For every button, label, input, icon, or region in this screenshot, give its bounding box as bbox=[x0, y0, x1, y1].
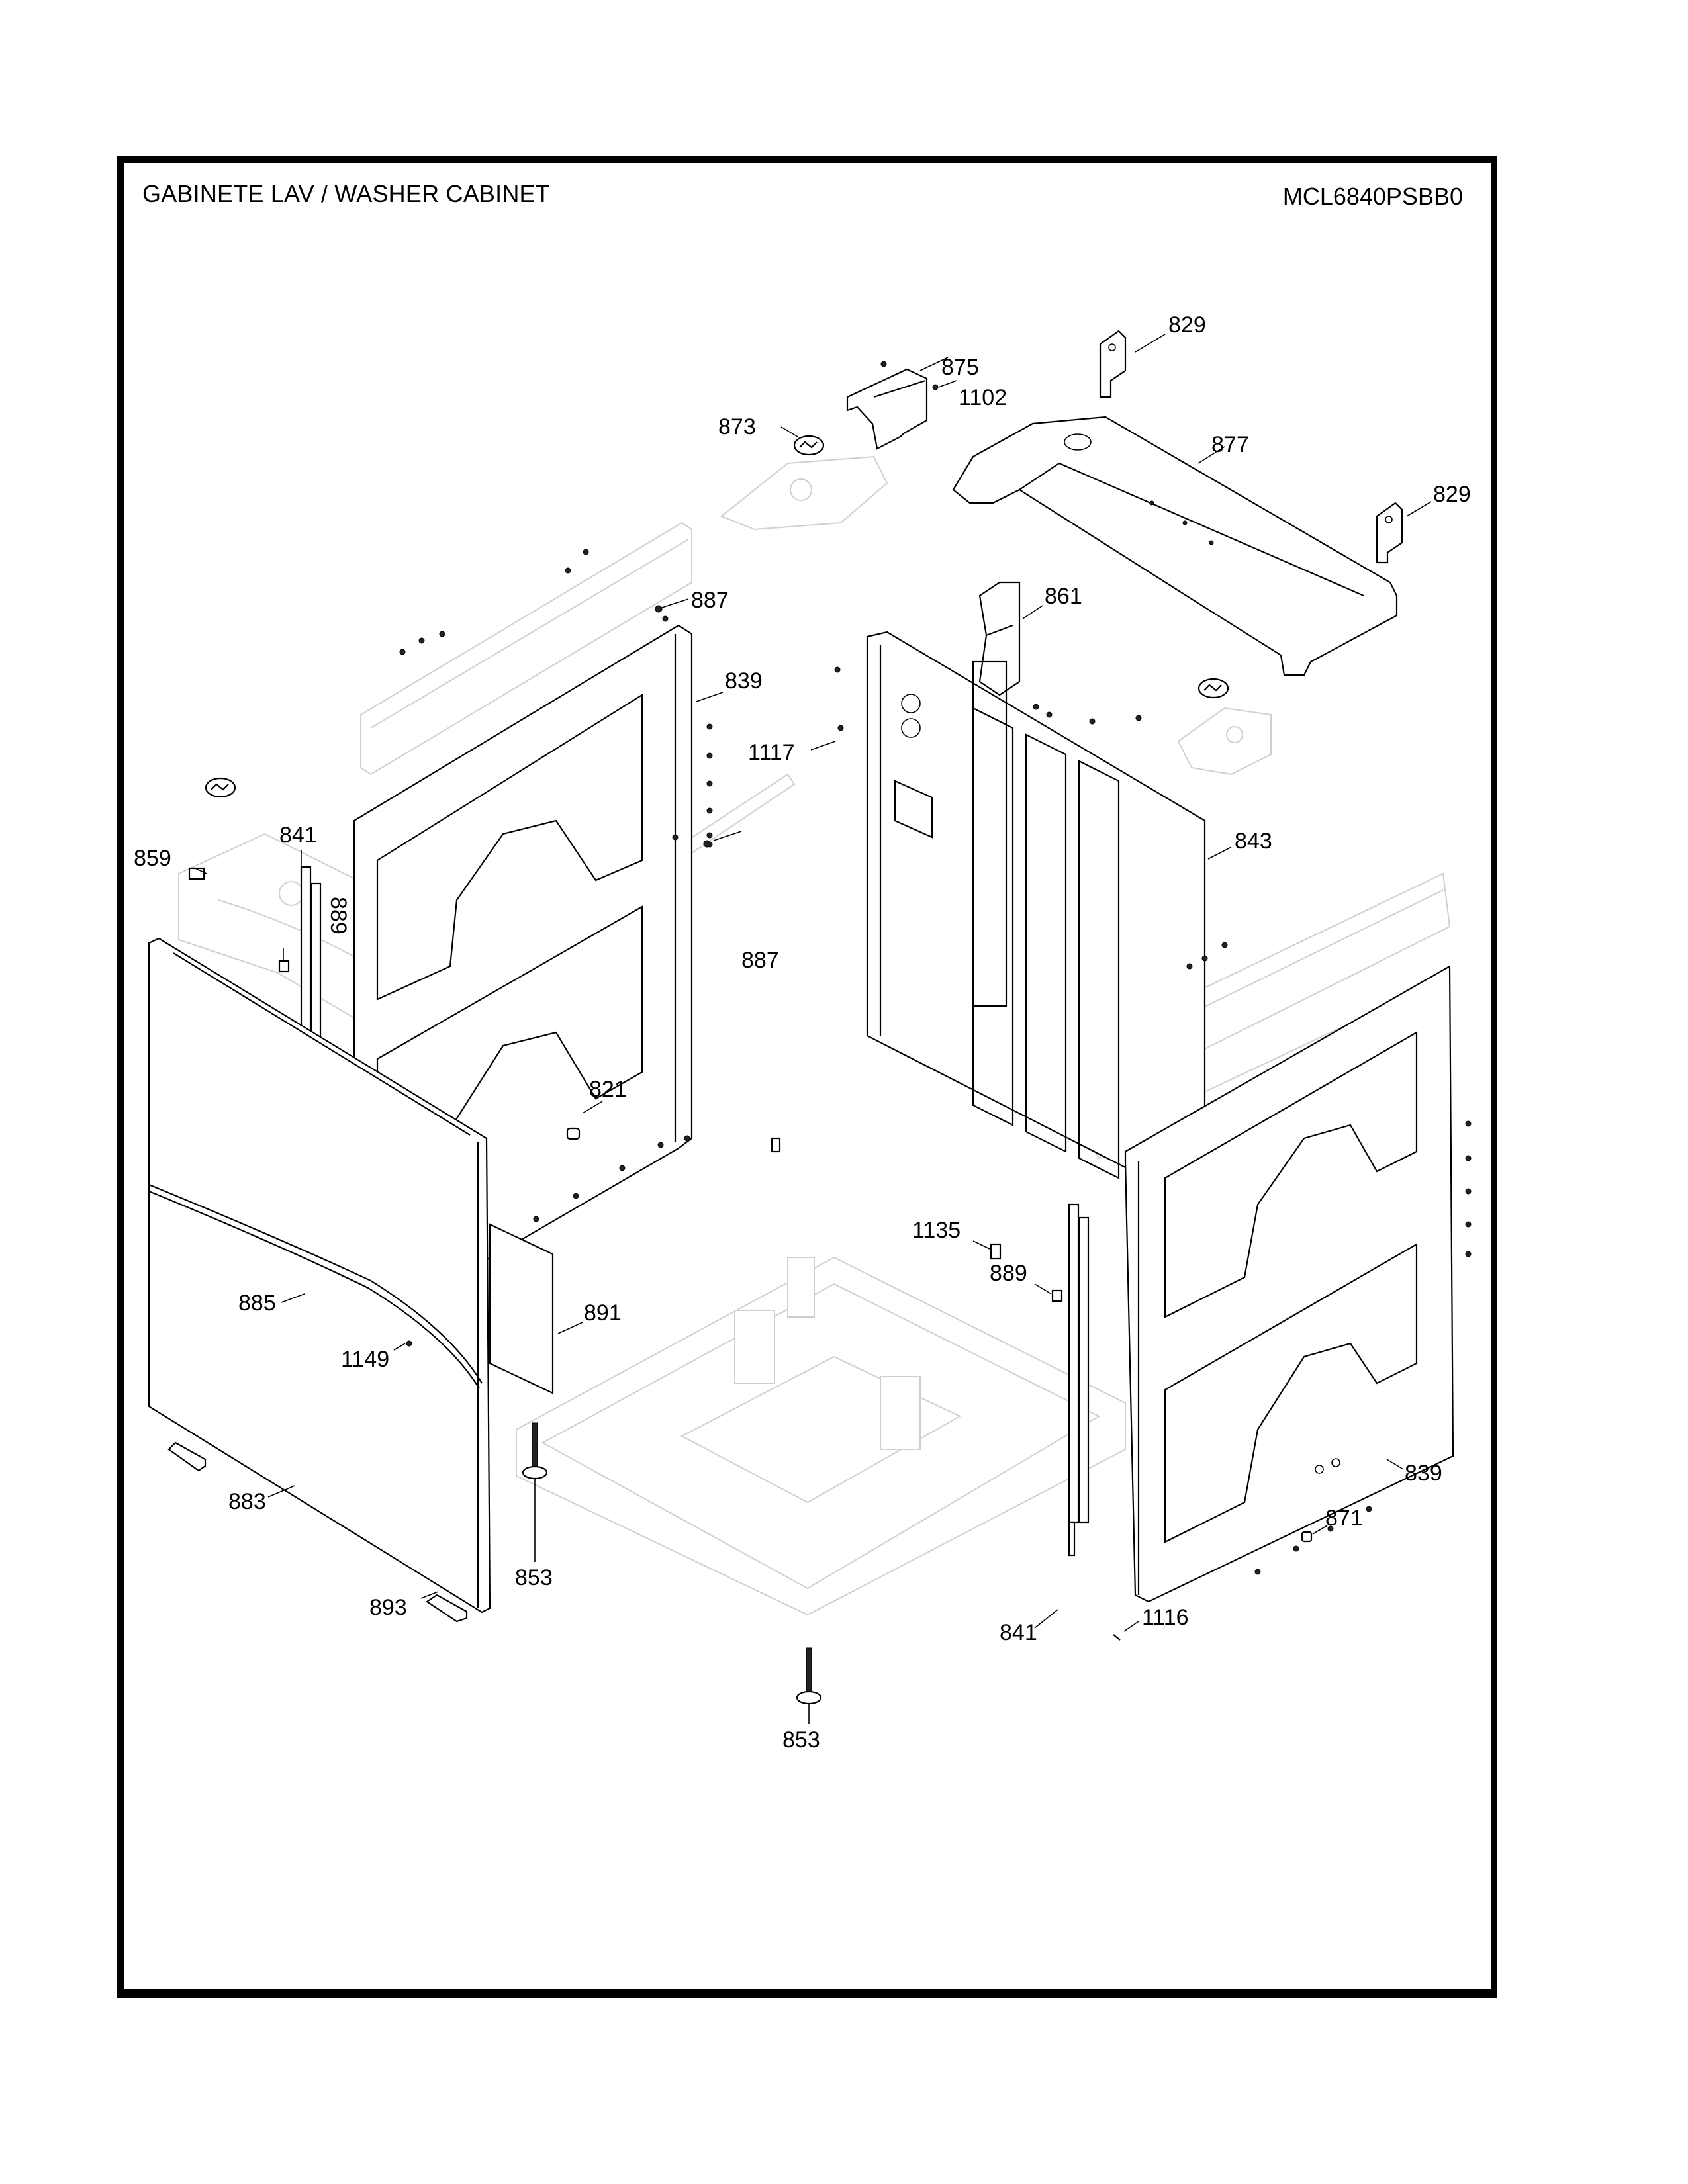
callout-1135[interactable]: 1135 bbox=[912, 1218, 961, 1243]
model-number: MCL6840PSBB0 bbox=[1282, 183, 1463, 210]
callout-887[interactable]: 887 bbox=[691, 588, 729, 613]
part-893-foot-cover bbox=[167, 1441, 468, 1623]
grommet-right bbox=[1197, 678, 1229, 699]
part-829-bracket-upper bbox=[1099, 330, 1127, 398]
callout-873[interactable]: 873 bbox=[718, 414, 756, 439]
part-885-front-trim bbox=[148, 1183, 483, 1389]
part-889-clip-left bbox=[278, 960, 290, 973]
callout-labels: 829 875 1102 873 877 829 887 861 839 111… bbox=[134, 312, 1471, 1752]
part-853-leveling-foot-b bbox=[796, 1647, 822, 1705]
ghost-base-frame bbox=[516, 1256, 1126, 1616]
ghost-top-brace-center bbox=[720, 455, 888, 531]
side-screws-left bbox=[706, 723, 713, 848]
callout-877[interactable]: 877 bbox=[1211, 432, 1249, 457]
diagram-title: GABINETE LAV / WASHER CABINET bbox=[142, 180, 550, 207]
part-843-rear-panel bbox=[866, 631, 1206, 1203]
callout-829[interactable]: 829 bbox=[1168, 312, 1206, 338]
callout-891[interactable]: 891 bbox=[584, 1300, 622, 1326]
part-839-side-panel-right bbox=[1124, 965, 1454, 1603]
ghost-top-rail-left bbox=[360, 522, 692, 776]
bottom-screws-left bbox=[533, 834, 690, 1222]
screw-icon bbox=[406, 1340, 412, 1347]
part-877-top-frame bbox=[952, 416, 1398, 676]
callout-871[interactable]: 871 bbox=[1325, 1506, 1363, 1531]
screw-icon bbox=[655, 605, 663, 613]
callout-885[interactable]: 885 bbox=[238, 1291, 276, 1316]
rear-panel-screws bbox=[837, 704, 1142, 731]
callout-841[interactable]: 841 bbox=[279, 823, 317, 848]
side-screws-right bbox=[1465, 1120, 1472, 1257]
screw-icon bbox=[932, 384, 939, 390]
callout-821[interactable]: 821 bbox=[589, 1077, 627, 1102]
callout-853[interactable]: 853 bbox=[515, 1565, 553, 1590]
part-891-insulation-pad bbox=[489, 1223, 554, 1394]
ghost-top-brace-right bbox=[1177, 707, 1272, 776]
callout-1102[interactable]: 1102 bbox=[959, 385, 1007, 410]
callout-875[interactable]: 875 bbox=[941, 355, 979, 380]
screw-icon bbox=[834, 666, 841, 673]
callout-893[interactable]: 893 bbox=[369, 1595, 407, 1620]
diagram-border bbox=[117, 156, 1497, 1998]
part-1135-clip bbox=[990, 1243, 1002, 1260]
callout-889[interactable]: 889 bbox=[326, 897, 351, 934]
callout-839[interactable]: 839 bbox=[725, 668, 763, 694]
callout-843[interactable]: 843 bbox=[1235, 829, 1272, 854]
bottom-screws-right bbox=[1186, 942, 1372, 1575]
part-889-clip-right bbox=[1051, 1289, 1063, 1302]
part-841-corner-post-right bbox=[1068, 1203, 1090, 1557]
part-871-nut bbox=[1301, 1531, 1313, 1543]
part-829-bracket-lower bbox=[1376, 502, 1403, 564]
callout-829[interactable]: 829 bbox=[1433, 482, 1471, 507]
callout-1116[interactable]: 1116 bbox=[1142, 1605, 1189, 1630]
grommet-left bbox=[205, 777, 236, 798]
leader-lines bbox=[195, 334, 1432, 1724]
clip-center bbox=[771, 1137, 781, 1153]
part-853-leveling-foot-a bbox=[522, 1422, 548, 1480]
callout-889[interactable]: 889 bbox=[990, 1261, 1027, 1286]
callout-839[interactable]: 839 bbox=[1405, 1461, 1442, 1486]
callout-1149[interactable]: 1149 bbox=[341, 1347, 389, 1372]
callout-1117[interactable]: 1117 bbox=[748, 740, 795, 765]
callout-861[interactable]: 861 bbox=[1045, 584, 1082, 609]
part-875-bracket-cover bbox=[846, 368, 928, 450]
part-1116-screw bbox=[1113, 1634, 1121, 1641]
callout-853[interactable]: 853 bbox=[782, 1727, 820, 1752]
callout-887[interactable]: 887 bbox=[741, 948, 779, 973]
callout-859[interactable]: 859 bbox=[134, 846, 171, 871]
part-859-clip bbox=[188, 867, 205, 880]
part-883-front-panel bbox=[148, 937, 491, 1614]
rail-screws-left bbox=[399, 549, 669, 655]
screw-icon bbox=[703, 840, 711, 848]
part-821-spacer bbox=[566, 1127, 581, 1140]
part-873-grommet bbox=[793, 435, 825, 456]
callout-883[interactable]: 883 bbox=[228, 1489, 266, 1514]
screw-icon bbox=[880, 361, 887, 367]
part-861-duct bbox=[978, 581, 1021, 696]
callout-841[interactable]: 841 bbox=[1000, 1620, 1037, 1645]
